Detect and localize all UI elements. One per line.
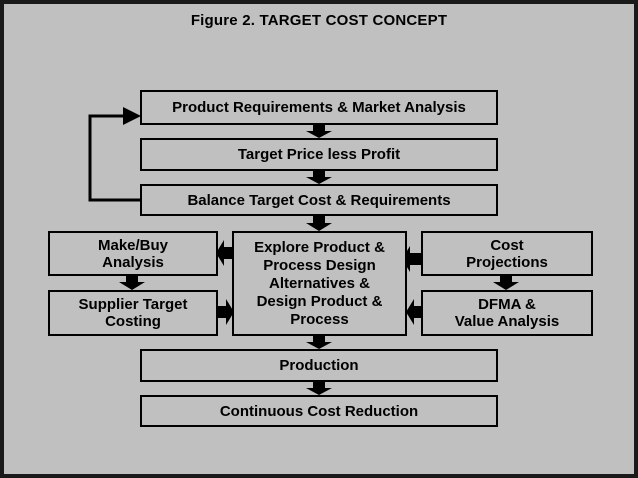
figure-title: Figure 2. TARGET COST CONCEPT (190, 12, 448, 29)
box-supplier-target-costing: Supplier Target Costing (48, 290, 218, 336)
box-cost-projections: Cost Projections (421, 231, 593, 276)
box-production: Production (140, 349, 498, 382)
arrow-makebuy-to-supplier (119, 276, 145, 290)
arrow-explore-to-production (306, 336, 332, 349)
box-continuous-cost-reduction: Continuous Cost Reduction (140, 395, 498, 427)
arrow-dfma-to-explore (406, 299, 424, 325)
box-make-buy: Make/Buy Analysis (48, 231, 218, 276)
box-dfma-value-analysis: DFMA & Value Analysis (421, 290, 593, 336)
arrow-req-to-price (306, 125, 332, 138)
box-explore-design: Explore Product & Process Design Alterna… (232, 231, 407, 336)
arrow-balance-to-explore (306, 216, 332, 231)
arrow-supplier-to-explore (216, 299, 234, 325)
box-product-requirements: Product Requirements & Market Analysis (140, 90, 498, 125)
arrow-production-to-continuous (306, 382, 332, 395)
arrow-costproj-to-dfma (493, 276, 519, 290)
arrow-explore-to-makebuy (216, 240, 234, 266)
arrow-price-to-balance (306, 171, 332, 184)
box-balance-target-cost: Balance Target Cost & Requirements (140, 184, 498, 216)
box-target-price: Target Price less Profit (140, 138, 498, 171)
feedback-loop-arrow (88, 107, 141, 202)
